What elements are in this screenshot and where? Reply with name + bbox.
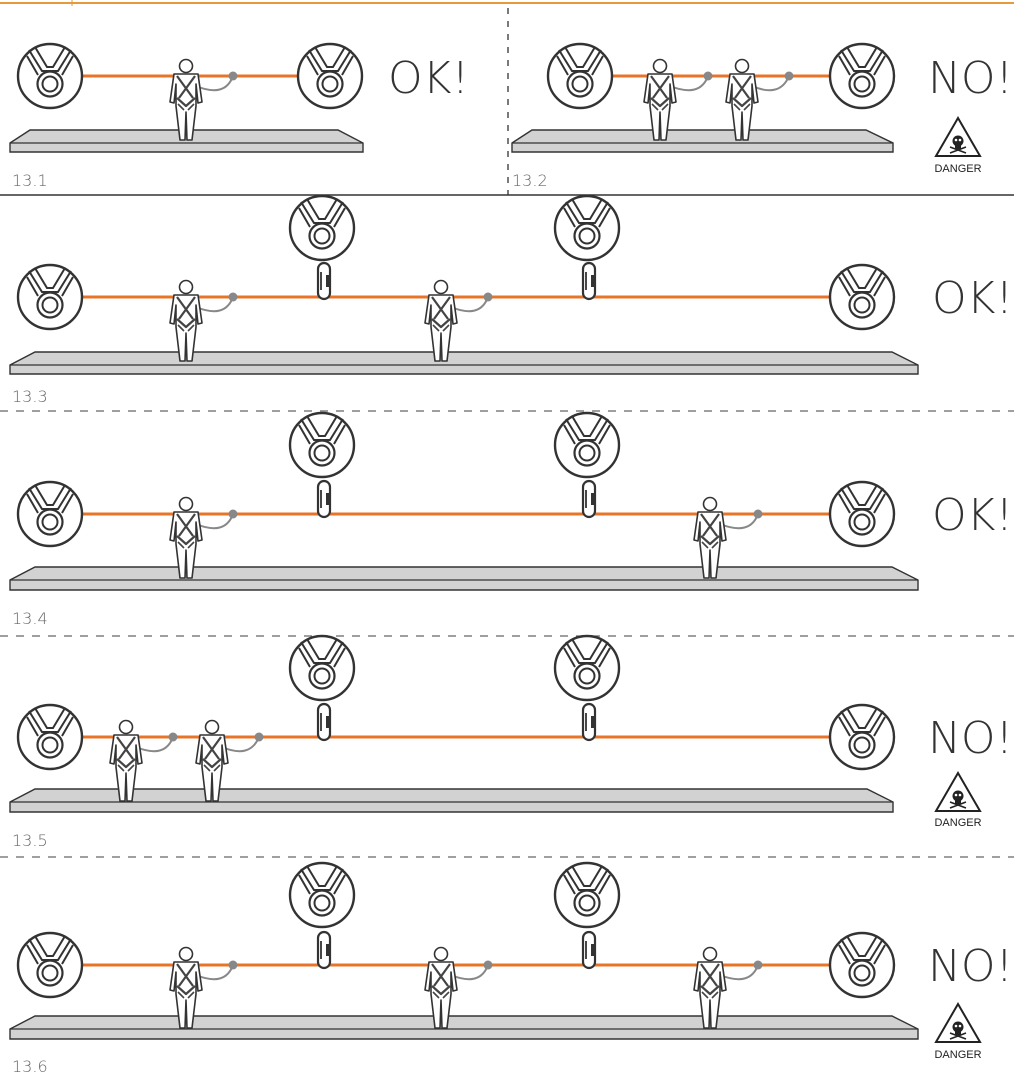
anchor-ring-icon: [553, 634, 621, 702]
lanyard-connector: [483, 292, 493, 302]
harnessed-worker-icon: [642, 58, 678, 142]
lanyard: [195, 964, 234, 981]
lanyard: [195, 75, 234, 92]
lanyard-connector: [254, 732, 264, 742]
lanyard-connector: [703, 71, 713, 81]
anchor-ring-icon: [828, 703, 896, 771]
lanyard-connector: [228, 292, 238, 302]
lanyard: [221, 736, 260, 753]
anchor-ring-icon: [288, 194, 356, 262]
anchor-ring-icon: [16, 42, 84, 110]
lanyard-connector: [228, 71, 238, 81]
harnessed-worker-icon: [692, 496, 728, 580]
panel-13-4: OK! 13.4: [9, 411, 1013, 628]
panel-13-2: NO! DANGER 13.2: [511, 42, 1013, 190]
lanyard: [751, 75, 790, 92]
figure-label: 13.3: [12, 387, 48, 406]
carabiner-icon: [316, 479, 332, 519]
carabiner-icon: [581, 479, 597, 519]
verdict-text: OK!: [932, 273, 1013, 324]
figure-label: 13.1: [12, 171, 48, 190]
anchor-ring-icon: [553, 194, 621, 262]
harnessed-worker-icon: [724, 58, 760, 142]
carabiner-icon: [316, 702, 332, 742]
anchor-ring-icon: [16, 703, 84, 771]
platform: [511, 129, 894, 153]
lanyard: [669, 75, 709, 92]
lanyard: [450, 296, 489, 313]
anchor-ring-icon: [828, 931, 896, 999]
lanyard-connector: [483, 960, 493, 970]
lanyard-connector: [168, 732, 178, 742]
figure-label: 13.6: [12, 1057, 48, 1076]
anchor-ring-icon: [546, 42, 614, 110]
anchor-ring-icon: [16, 931, 84, 999]
anchor-ring-icon: [16, 480, 84, 548]
lanyard: [135, 736, 174, 753]
carabiner-icon: [316, 261, 332, 301]
platform: [9, 566, 919, 591]
anchor-ring-icon: [16, 263, 84, 331]
skull-warning-triangle-icon: [935, 117, 981, 157]
platform: [9, 788, 894, 813]
harnessed-worker-icon: [168, 279, 204, 363]
harnessed-worker-icon: [168, 496, 204, 580]
anchor-ring-icon: [828, 480, 896, 548]
panel-13-6: NO! DANGER 13.6: [9, 861, 1013, 1076]
panel-13-1: OK! 13.1: [9, 42, 469, 190]
danger-label: DANGER: [934, 817, 981, 829]
harnessed-worker-icon: [168, 58, 204, 142]
carabiner-icon: [316, 930, 332, 970]
anchor-ring-icon: [296, 42, 364, 110]
lanyard: [719, 513, 759, 530]
anchor-ring-icon: [828, 263, 896, 331]
lanyard-connector: [753, 960, 763, 970]
anchor-ring-icon: [288, 411, 356, 479]
anchor-ring-icon: [288, 861, 356, 929]
skull-warning-triangle-icon: [935, 1003, 981, 1043]
panel-13-3: OK! 13.3: [9, 194, 1013, 406]
carabiner-icon: [581, 930, 597, 970]
danger-label: DANGER: [934, 163, 981, 175]
figure-label: 13.4: [12, 609, 48, 628]
verdict-text: NO!: [928, 713, 1013, 764]
danger-label: DANGER: [934, 1049, 981, 1061]
platform: [9, 1015, 919, 1040]
skull-warning-triangle-icon: [935, 772, 981, 812]
verdict-text: NO!: [928, 941, 1013, 992]
lanyard-connector: [784, 71, 794, 81]
lanyard: [719, 964, 759, 981]
harnessed-worker-icon: [423, 279, 459, 363]
figure-label: 13.2: [512, 171, 548, 190]
lanyard: [195, 513, 234, 530]
verdict-text: NO!: [928, 53, 1013, 104]
panel-13-5: NO! DANGER 13.5: [9, 634, 1013, 850]
verdict-text: OK!: [932, 490, 1013, 541]
carabiner-icon: [581, 261, 597, 301]
figure-label: 13.5: [12, 831, 48, 850]
carabiner-icon: [581, 702, 597, 742]
anchor-ring-icon: [288, 634, 356, 702]
anchor-ring-icon: [553, 411, 621, 479]
anchor-ring-icon: [828, 42, 896, 110]
lanyard: [195, 296, 234, 313]
anchor-ring-icon: [553, 861, 621, 929]
lanyard-connector: [228, 509, 238, 519]
platform: [9, 351, 919, 375]
lanyard-connector: [753, 509, 763, 519]
lanyard: [450, 964, 489, 981]
verdict-text: OK!: [388, 53, 469, 104]
lanyard-connector: [228, 960, 238, 970]
